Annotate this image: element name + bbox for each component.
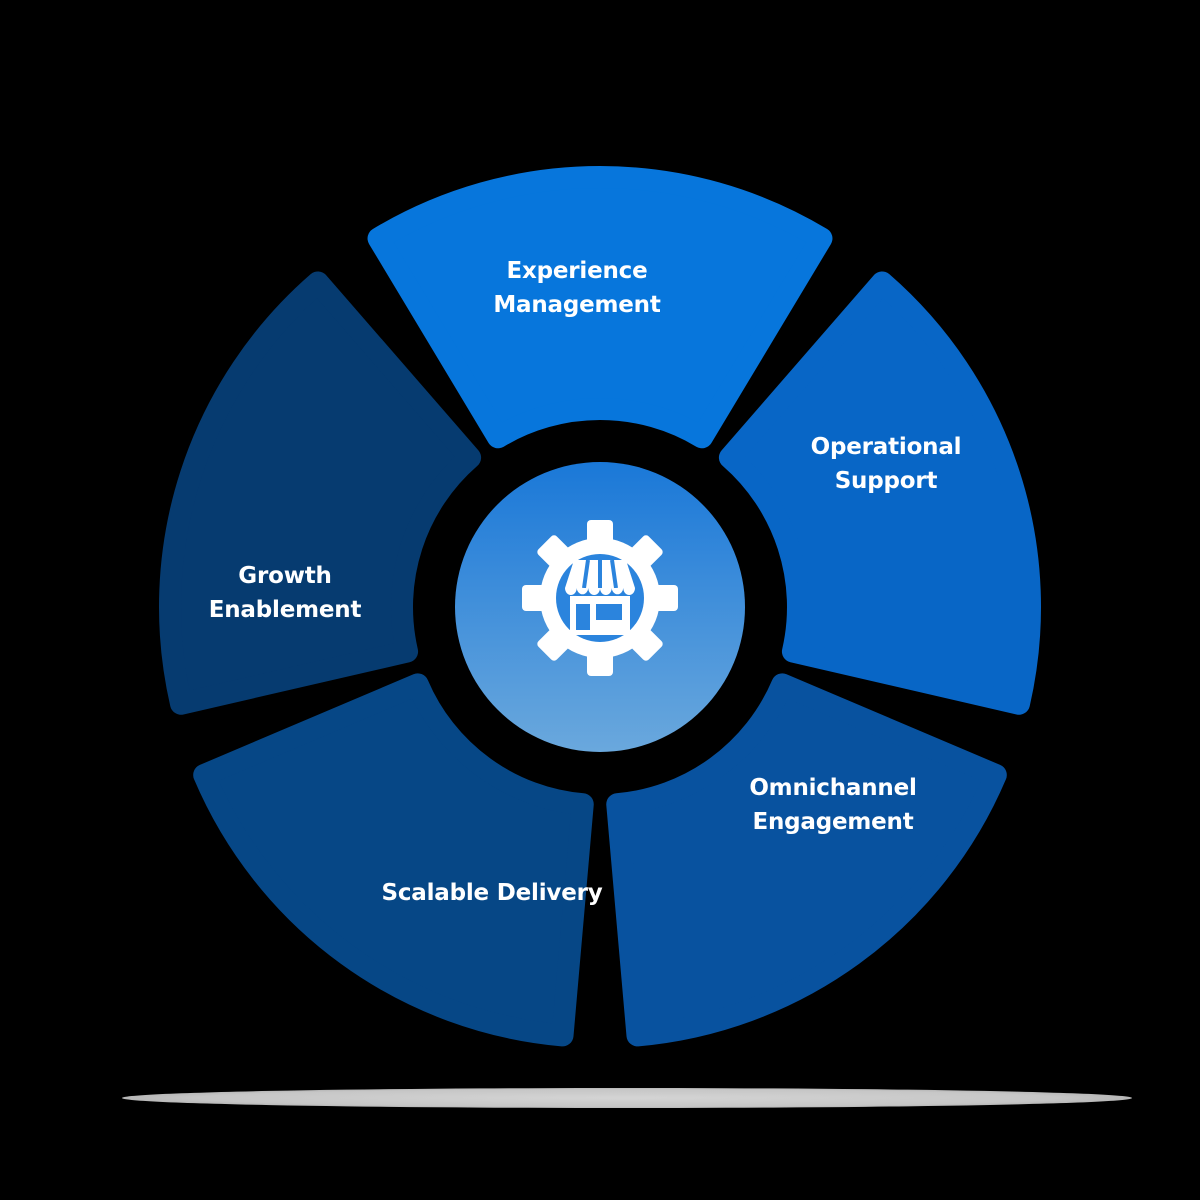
- segment-scalable-delivery: [193, 673, 594, 1047]
- segment-label-operational-support: Operational Support: [810, 434, 962, 494]
- segment-omnichannel-engagement: [606, 673, 1007, 1047]
- segment-growth-enablement: [159, 271, 482, 715]
- store-gear-icon: [522, 520, 678, 676]
- floor-shadow: [122, 1088, 1132, 1108]
- segment-experience-management: [367, 166, 833, 449]
- segment-label-experience-management: Experience Management: [493, 258, 661, 318]
- segment-label-growth-enablement: Growth Enablement: [208, 563, 362, 623]
- segment-label-scalable-delivery: Scalable Delivery: [381, 880, 603, 906]
- segment-label-omnichannel-engagement: Omnichannel Engagement: [749, 775, 917, 835]
- segments-group: [159, 166, 1041, 1047]
- segment-operational-support: [718, 271, 1041, 715]
